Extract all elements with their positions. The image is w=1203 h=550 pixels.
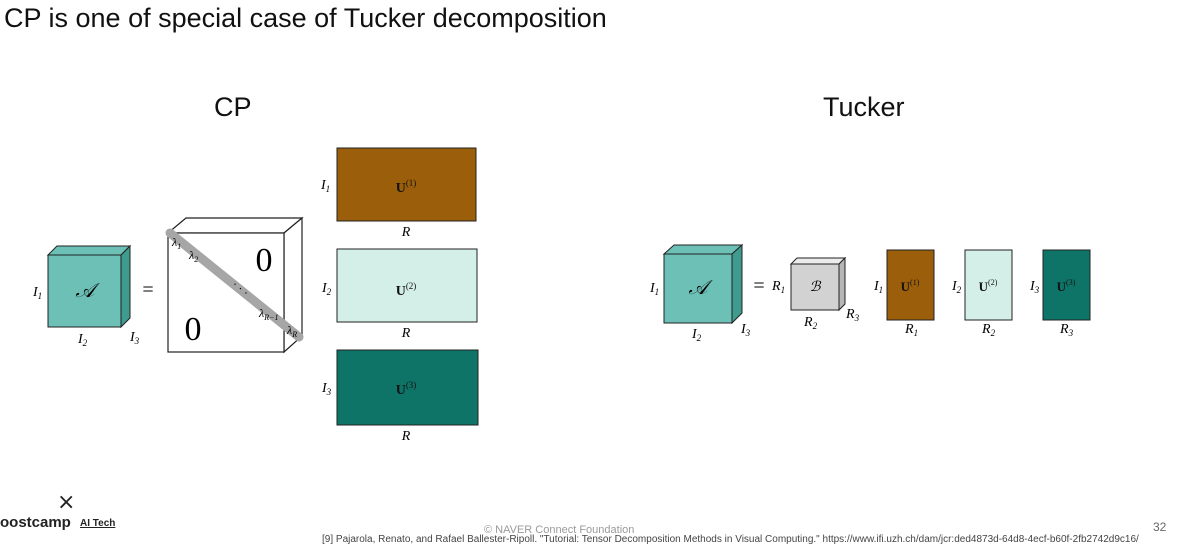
tucker-core-tensor-b: ℬ (789, 256, 847, 312)
cp-factor-u1-col-dim: R (401, 225, 411, 240)
tucker-factor-u1-row-dim: I1 (873, 279, 883, 295)
tucker-core-symbol: ℬ (809, 280, 821, 295)
tucker-factor-u1: U(1) I1 R1 (873, 249, 935, 338)
cp-lambda-r-minus-1: λR−1 (258, 306, 279, 322)
cp-factor-u2-col-dim: R (401, 326, 411, 341)
tucker-equals-sign: = (753, 275, 764, 297)
cp-core-zero-upper: 0 (256, 242, 273, 279)
tucker-factor-u3: U(3) I3 R3 (1029, 249, 1091, 338)
cp-factor-u3-label: U(3) (396, 380, 417, 398)
slide-title: CP is one of special case of Tucker deco… (4, 3, 607, 33)
cp-core-zero-lower: 0 (185, 311, 202, 348)
brand-subtitle: AI Tech (80, 518, 116, 529)
tucker-factor-u1-label: U(1) (901, 278, 920, 294)
copyright-text: © NAVER Connect Foundation (484, 524, 635, 536)
reference-citation: [9] Pajarola, Renato, and Rafael Ballest… (322, 534, 1139, 545)
cp-lambda-1: λ1 (171, 235, 181, 251)
tucker-factor-u2: U(2) I2 R2 (951, 249, 1013, 338)
cp-lambda-r: λR (286, 323, 297, 339)
tucker-core-dim-r2: R2 (803, 315, 818, 331)
tucker-tensor-symbol: 𝒜 (689, 277, 714, 299)
tucker-dim-i1: I1 (649, 281, 659, 297)
tucker-core-dim-r3: R3 (845, 307, 860, 323)
cp-dim-i3: I3 (129, 330, 140, 346)
cp-factor-u2-label: U(2) (396, 281, 417, 299)
tucker-core-dim-r1: R1 (771, 279, 785, 295)
page-number: 32 (1153, 520, 1167, 534)
tucker-tensor-a: 𝒜 (662, 243, 744, 325)
cp-tensor-a: 𝒜 (46, 244, 132, 329)
cp-heading: CP (214, 92, 252, 122)
close-icon: × (57, 490, 76, 515)
cp-core-tensor: 0 0 λ1 λ2 · · · λR−1 λR (165, 216, 304, 354)
tucker-factor-u3-label: U(3) (1057, 278, 1076, 294)
tucker-factor-u1-col-dim: R1 (904, 322, 918, 338)
cp-dim-i1: I1 (32, 285, 42, 301)
cp-factor-u3-col-dim: R (401, 429, 411, 444)
tucker-dim-i2: I2 (691, 327, 702, 343)
cp-factor-u3: U(3) I3 R (321, 349, 479, 444)
cp-dim-i2: I2 (77, 332, 88, 348)
cp-tensor-symbol: 𝒜 (76, 280, 101, 302)
tucker-factor-u2-col-dim: R2 (981, 322, 996, 338)
tucker-factor-u3-col-dim: R3 (1059, 322, 1074, 338)
cp-factor-u1-label: U(1) (396, 178, 417, 196)
cp-factor-u2-row-dim: I2 (321, 281, 332, 297)
cp-factor-u1: U(1) I1 R (320, 147, 477, 240)
cp-factor-u3-row-dim: I3 (321, 381, 332, 397)
tucker-factor-u2-label: U(2) (979, 278, 998, 294)
cp-factor-u2: U(2) I2 R (321, 248, 478, 341)
tucker-factor-u3-row-dim: I3 (1029, 279, 1040, 295)
tucker-factor-u2-row-dim: I2 (951, 279, 962, 295)
cp-factor-u1-row-dim: I1 (320, 178, 330, 194)
cp-lambda-2: λ2 (188, 248, 198, 264)
tucker-dim-i3: I3 (740, 322, 751, 338)
cp-equals-sign: = (142, 279, 153, 301)
brand-logo: oostcamp (0, 514, 71, 531)
tucker-heading: Tucker (823, 92, 905, 122)
